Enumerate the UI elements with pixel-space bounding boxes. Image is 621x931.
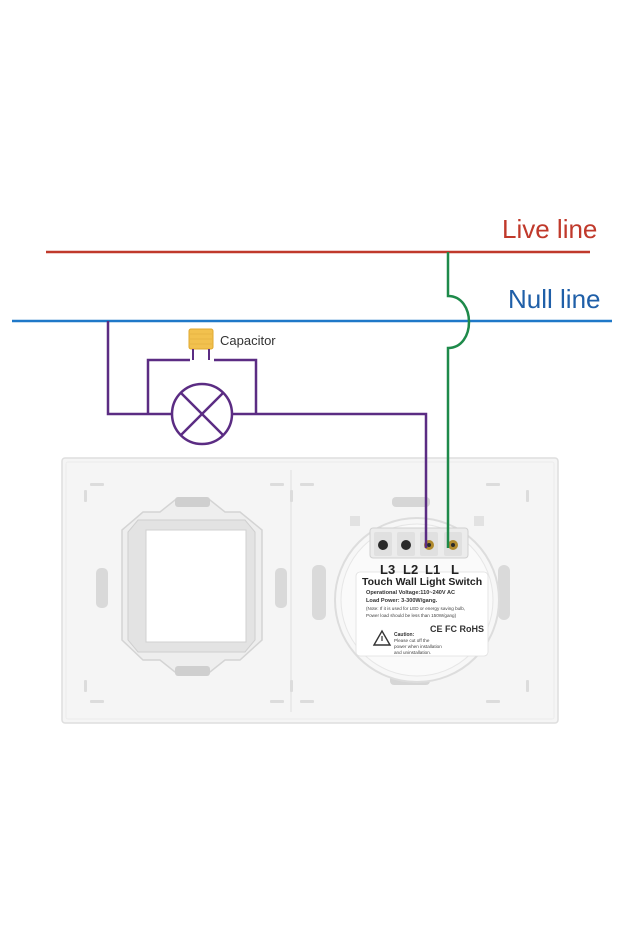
left-gang-frame — [96, 497, 287, 676]
caution-title: Caution: — [394, 632, 415, 638]
caution-line-2: power when installation — [394, 644, 442, 649]
terminal-label-l3: L3 — [380, 562, 396, 577]
null-line-label: Null line — [508, 284, 601, 314]
spec-note-2: Power load should be less than 150W/gang… — [366, 613, 457, 618]
terminal-label-l: L — [451, 562, 459, 577]
switch-wire — [446, 252, 471, 548]
spec-load: Load Power: 3-300W/gang. — [366, 598, 438, 604]
certification-marks: CE FC RoHS — [430, 624, 484, 634]
lamp-icon — [170, 382, 234, 446]
load-wiring — [106, 321, 428, 548]
live-line-label: Live line — [502, 214, 598, 244]
caution-line-3: and uninstallation. — [394, 650, 432, 655]
spec-note-1: (Note: If it is used for LED or energy s… — [366, 606, 466, 611]
terminal-screws — [374, 532, 462, 556]
terminal-label-l1: L1 — [425, 562, 441, 577]
switch-module — [312, 497, 510, 685]
module-title: Touch Wall Light Switch — [362, 576, 483, 588]
terminal-label-l2: L2 — [403, 562, 419, 577]
capacitor-label: Capacitor — [220, 333, 276, 348]
caution-line-1: Please cut off the — [394, 638, 430, 643]
spec-voltage: Operational Voltage:110~240V AC — [366, 590, 456, 596]
